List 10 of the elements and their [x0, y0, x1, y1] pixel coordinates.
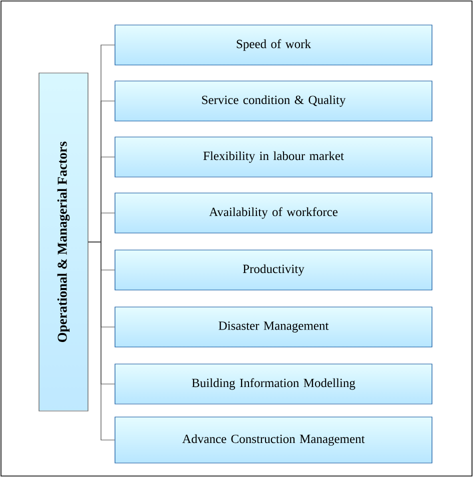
factor-box: Advance Construction Management — [114, 416, 432, 464]
connector — [88, 242, 115, 440]
factor-box: Flexibility in labour market — [114, 136, 432, 178]
factor-box: Speed of work — [114, 24, 432, 66]
factor-box: Disaster Management — [114, 306, 432, 348]
factor-box: Service condition & Quality — [114, 80, 432, 122]
category-box: Operational & Managerial Factors — [38, 72, 88, 412]
factor-box: Availability of workforce — [114, 192, 432, 234]
factor-box: Productivity — [114, 250, 432, 290]
factor-box: Building Information Modelling — [114, 364, 432, 404]
